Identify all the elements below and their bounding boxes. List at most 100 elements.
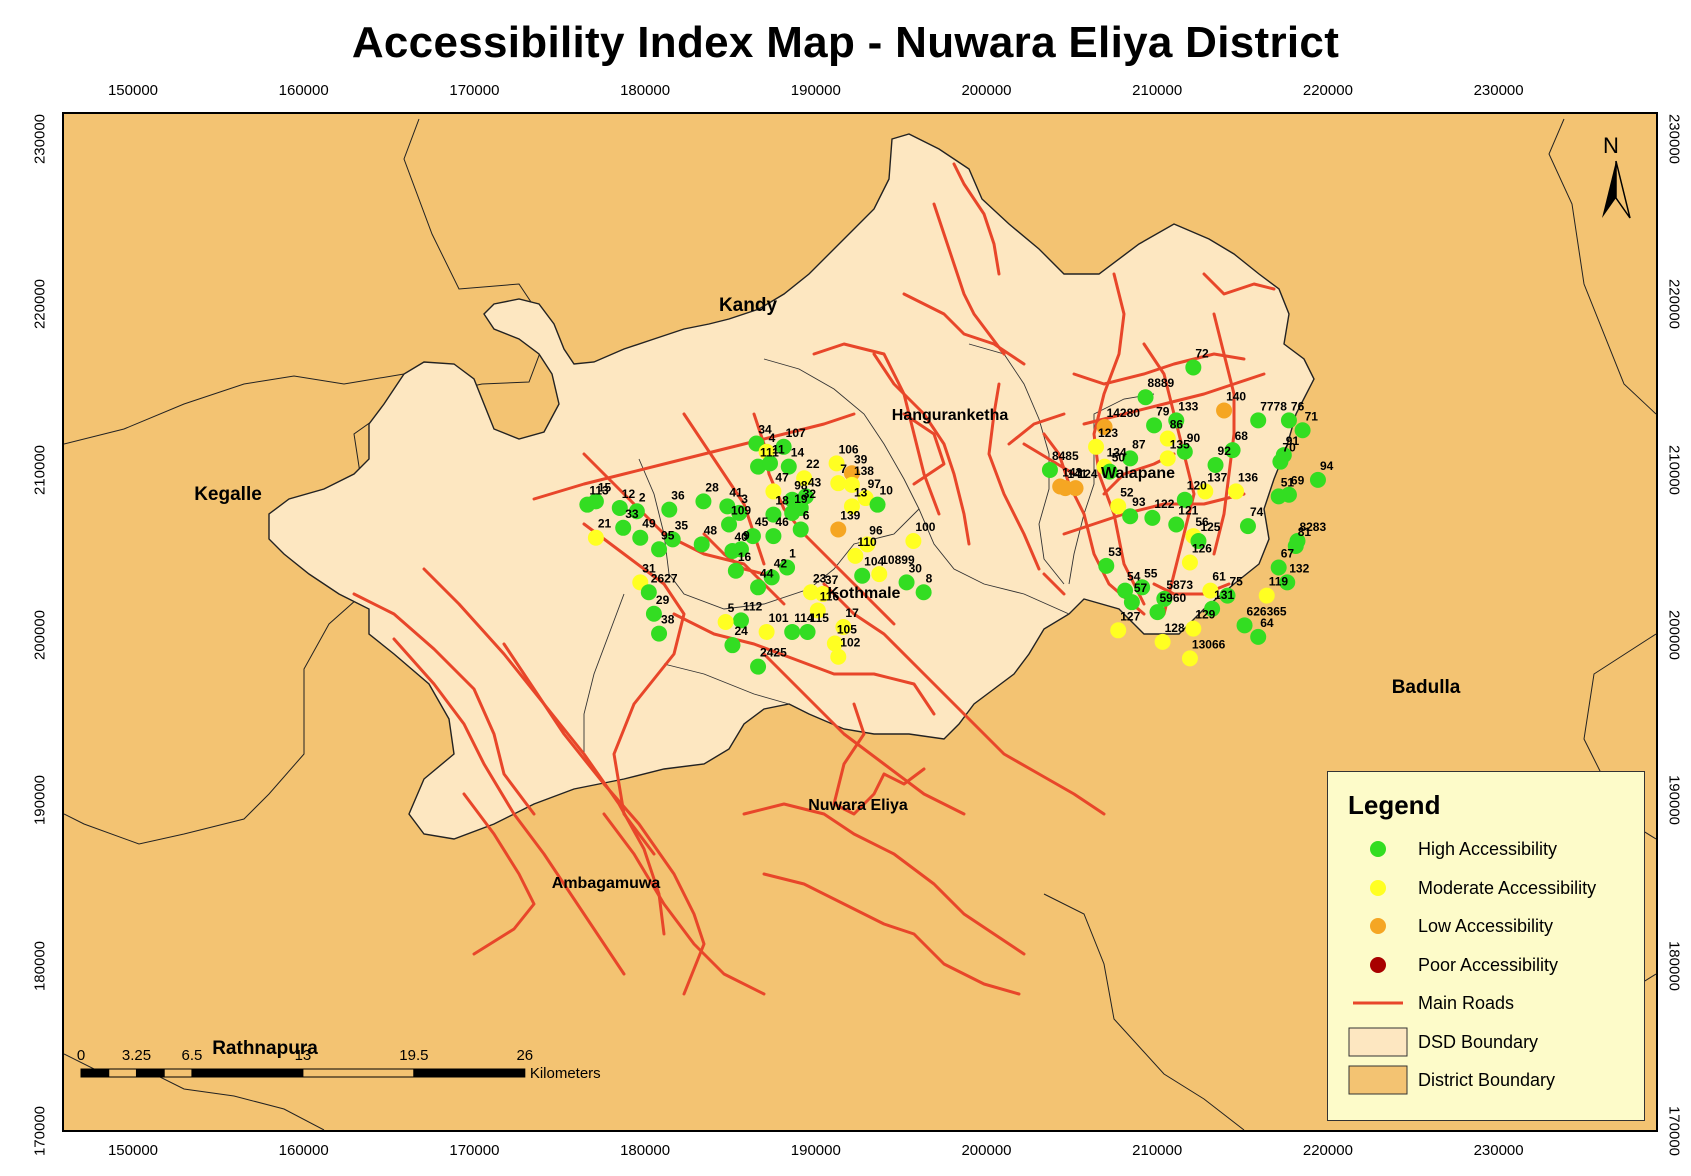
site-point-13 <box>843 498 860 515</box>
site-label-5873: 5873 <box>1166 578 1193 592</box>
site-label-101: 101 <box>769 611 789 625</box>
site-label-22: 22 <box>806 457 820 471</box>
site-point-61 <box>1202 582 1219 599</box>
site-point-626365 <box>1236 617 1253 634</box>
site-point-119 <box>1258 587 1275 604</box>
site-label-92: 92 <box>1218 444 1232 458</box>
site-label-23: 23 <box>813 571 827 585</box>
site-point-140 <box>1216 402 1233 419</box>
site-label-121: 121 <box>1178 503 1198 517</box>
site-point-131 <box>1204 600 1221 617</box>
site-label-104: 104 <box>864 555 884 569</box>
legend-label: Main Roads <box>1418 993 1515 1013</box>
legend-item-low-accessibility: Low Accessibility <box>1328 911 1646 941</box>
site-label-8: 8 <box>926 571 933 585</box>
y-tick-left-180000: 180000 <box>31 940 49 991</box>
site-point-8889 <box>1137 389 1154 406</box>
site-label-105: 105 <box>837 623 857 637</box>
site-point-46 <box>765 528 782 545</box>
site-point-74 <box>1239 518 1256 535</box>
region-label-badulla: Badulla <box>1391 677 1461 698</box>
site-label-49: 49 <box>642 517 656 531</box>
site-point-28 <box>695 493 712 510</box>
site-label-32: 32 <box>803 487 817 501</box>
site-label-37: 37 <box>825 573 839 587</box>
site-point-50 <box>1101 463 1118 480</box>
legend-swatch-icon <box>1348 1065 1408 1095</box>
site-point-125 <box>1190 533 1207 550</box>
y-tick-left-200000: 200000 <box>31 609 49 660</box>
site-point-12 <box>611 499 628 516</box>
site-label-3: 3 <box>741 492 748 506</box>
site-label-134: 134 <box>1107 446 1127 460</box>
site-label-90: 90 <box>1187 431 1201 445</box>
y-tick-left-220000: 220000 <box>31 279 49 330</box>
scale-unit-label: Kilometers <box>529 1065 601 1082</box>
site-point-51 <box>1270 488 1287 505</box>
site-label-114: 114 <box>794 611 814 625</box>
site-point-86 <box>1159 430 1176 447</box>
site-point-75 <box>1219 587 1236 604</box>
x-tick-bottom-180000: 180000 <box>620 1142 671 1159</box>
north-label: N <box>1603 133 1619 158</box>
site-point-90 <box>1176 443 1193 460</box>
site-label-138: 138 <box>854 464 874 478</box>
legend-swatch-icon <box>1348 911 1408 941</box>
region-label-rathnapura: Rathnapura <box>212 1038 318 1059</box>
site-point-13066 <box>1181 650 1198 667</box>
site-label-126: 126 <box>1192 542 1212 556</box>
legend-item-high-accessibility: High Accessibility <box>1328 834 1646 864</box>
site-label-64: 64 <box>1260 616 1274 630</box>
site-point-36 <box>661 501 678 518</box>
site-label-53: 53 <box>1108 545 1122 559</box>
site-point-17 <box>835 618 852 635</box>
site-point-97 <box>857 490 874 507</box>
region-label-kandy: Kandy <box>718 295 778 316</box>
site-point-5960 <box>1149 604 1166 621</box>
site-label-17: 17 <box>845 606 859 620</box>
site-label-41: 41 <box>729 485 743 499</box>
y-tick-left-230000: 230000 <box>31 113 49 165</box>
site-point-21 <box>587 529 604 546</box>
site-label-123: 123 <box>1098 426 1118 440</box>
site-label-122: 122 <box>1154 497 1174 511</box>
scale-label: 13 <box>294 1047 312 1064</box>
site-point-128 <box>1154 633 1171 650</box>
site-label-10899: 10899 <box>881 553 915 567</box>
site-label-5: 5 <box>728 601 735 615</box>
site-point-10899 <box>871 566 888 583</box>
accessibility-points <box>579 359 1326 675</box>
site-label-43: 43 <box>808 475 822 489</box>
site-point-57 <box>1123 594 1140 611</box>
site-point-121 <box>1168 516 1185 533</box>
site-point-22 <box>796 470 813 487</box>
site-label-133: 133 <box>1178 399 1198 413</box>
site-label-106: 106 <box>839 442 859 456</box>
scale-label: 26 <box>516 1047 534 1064</box>
y-tick-right-180000: 180000 <box>1665 940 1683 991</box>
site-point-24 <box>724 637 741 654</box>
site-label-93: 93 <box>1132 495 1146 509</box>
legend-item-poor-accessibility: Poor Accessibility <box>1328 950 1646 980</box>
site-point-33 <box>615 519 632 536</box>
site-label-119: 119 <box>1269 575 1289 589</box>
site-point-8 <box>915 584 932 601</box>
site-label-86: 86 <box>1170 418 1184 432</box>
site-point-45 <box>744 528 761 545</box>
site-point-42 <box>763 569 780 586</box>
site-point-114 <box>784 623 801 640</box>
site-label-626365: 626365 <box>1247 604 1287 618</box>
site-point-18 <box>765 506 782 523</box>
site-point-54 <box>1117 582 1134 599</box>
legend-swatch-icon <box>1348 873 1408 903</box>
legend-label: Moderate Accessibility <box>1418 877 1597 898</box>
x-tick-bottom-160000: 160000 <box>278 1142 329 1159</box>
site-label-8283: 8283 <box>1299 520 1326 534</box>
site-label-75: 75 <box>1229 575 1243 589</box>
site-label-6: 6 <box>803 508 810 522</box>
site-label-128: 128 <box>1165 621 1185 635</box>
north-arrow-icon <box>1602 160 1631 219</box>
site-label-135: 135 <box>1170 437 1190 451</box>
site-point-92 <box>1207 456 1224 473</box>
x-tick-bottom-210000: 210000 <box>1132 1142 1183 1159</box>
